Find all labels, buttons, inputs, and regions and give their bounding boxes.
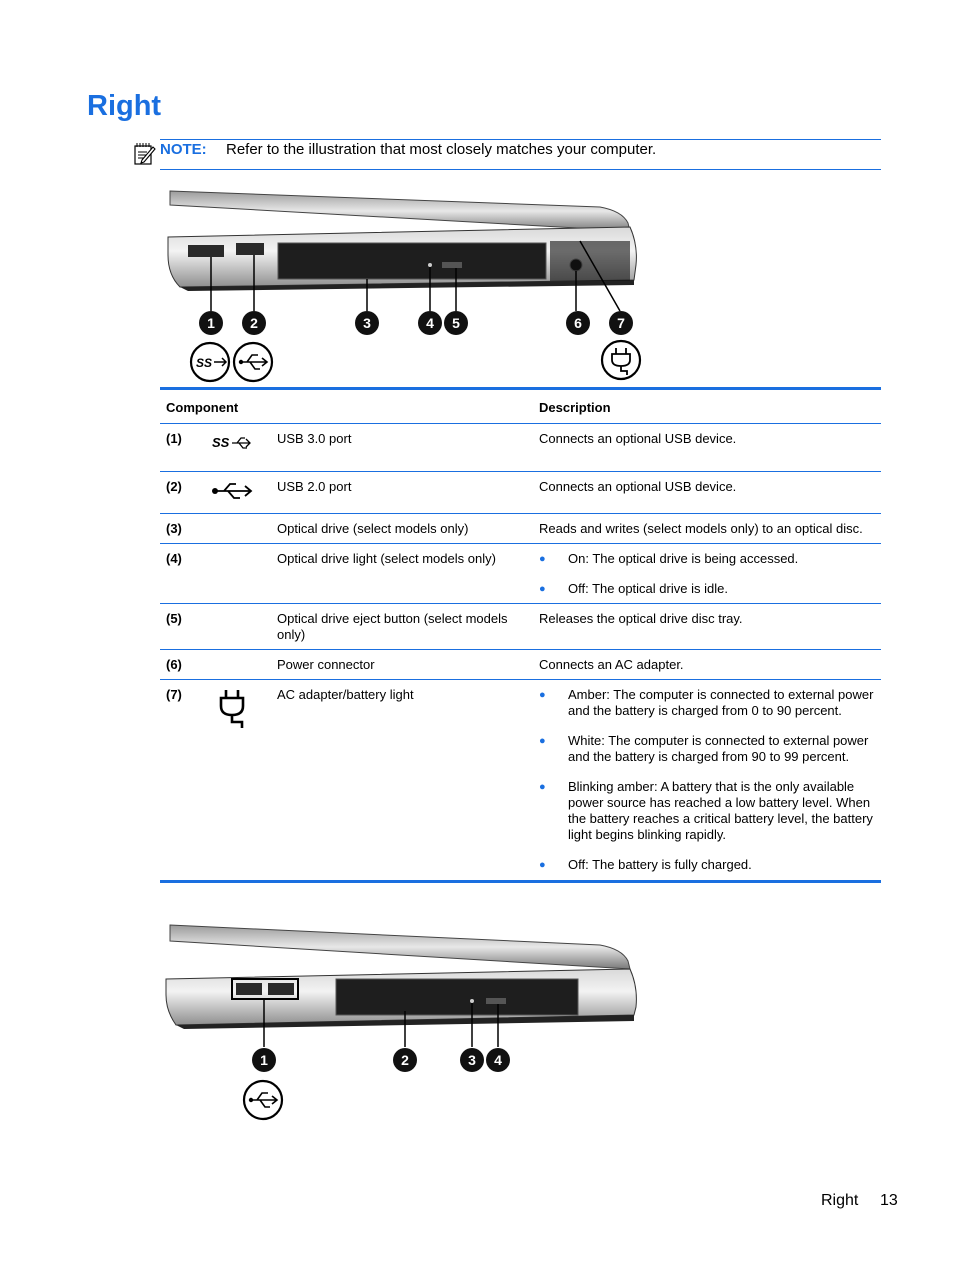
note-label: NOTE: (160, 141, 207, 158)
illus1-callout-4: 4 (426, 315, 434, 331)
usb3-icon: SS (189, 341, 231, 383)
row-number: (6) (166, 657, 182, 672)
row-description: Connects an AC adapter. (539, 657, 684, 672)
bullet-item: ●On: The optical drive is being accessed… (539, 551, 799, 566)
illus2-callout-2: 2 (401, 1052, 409, 1068)
row-component: Optical drive (select models only) (277, 521, 469, 536)
illus2-callout-3: 3 (468, 1052, 476, 1068)
svg-text:SS: SS (212, 435, 230, 450)
header-description: Description (539, 400, 611, 415)
note-box: NOTE: Refer to the illustration that mos… (134, 139, 881, 170)
page-title: Right (87, 90, 162, 122)
row-component: AC adapter/battery light (277, 687, 414, 702)
row-number: (5) (166, 611, 182, 626)
page-number: 13 (880, 1192, 898, 1209)
power-plug-icon (219, 690, 245, 728)
row-description: Connects an optional USB device. (539, 479, 737, 494)
usb-icon (232, 341, 274, 383)
svg-text:SS: SS (196, 356, 212, 370)
row-number: (7) (166, 687, 182, 702)
usb-icon (212, 483, 253, 499)
illus1-callout-2: 2 (250, 315, 258, 331)
table-row: (2) USB 2.0 port Connects an optional US… (160, 472, 881, 514)
header-component: Component (166, 400, 239, 415)
row-number: (2) (166, 479, 182, 494)
illus1-callout-3: 3 (363, 315, 371, 331)
row-number: (1) (166, 431, 182, 446)
table-row: (5) Optical drive eject button (select m… (160, 604, 881, 650)
note-icon (134, 143, 156, 165)
table-row: (7) AC adapter/battery light ●Amber: The… (160, 680, 881, 880)
row-bullets: ●On: The optical drive is being accessed… (539, 551, 879, 597)
bullet-item: ●White: The computer is connected to ext… (539, 733, 869, 764)
illus1-callout-1: 1 (207, 315, 215, 331)
table-header: Component Description (160, 390, 881, 424)
row-description: Connects an optional USB device. (539, 431, 737, 446)
row-description: Reads and writes (select models only) to… (539, 521, 863, 536)
row-component: Power connector (277, 657, 375, 672)
bullet-item: ●Off: The optical drive is idle. (539, 581, 728, 596)
note-text: Refer to the illustration that most clos… (226, 141, 657, 158)
row-bullets: ●Amber: The computer is connected to ext… (539, 687, 879, 873)
row-component: USB 2.0 port (277, 479, 352, 494)
row-component: USB 3.0 port (277, 431, 352, 446)
usb3-icon: SS (212, 435, 251, 450)
row-description: Releases the optical drive disc tray. (539, 611, 743, 626)
component-table: Component Description (1) SS USB 3.0 por… (160, 387, 881, 883)
row-number: (3) (166, 521, 182, 536)
illus1-callout-5: 5 (452, 315, 460, 331)
row-component: Optical drive light (select models only) (277, 551, 496, 566)
footer-section-title: Right (821, 1192, 859, 1209)
power-plug-icon (600, 339, 642, 381)
row-number: (4) (166, 551, 182, 566)
laptop-right-side-illustration-1: 1 2 3 4 5 6 7 SS (167, 190, 642, 383)
illus2-callout-1: 1 (260, 1052, 268, 1068)
illus2-callout-4: 4 (494, 1052, 502, 1068)
illus1-callout-7: 7 (617, 315, 625, 331)
laptop-right-side-illustration-2: 1 2 3 4 (165, 924, 637, 1121)
bullet-item: ●Amber: The computer is connected to ext… (539, 687, 874, 718)
bullet-item: ●Blinking amber: A battery that is the o… (539, 779, 873, 842)
usb-icon (242, 1079, 284, 1121)
illus1-callout-6: 6 (574, 315, 582, 331)
bullet-item: ●Off: The battery is fully charged. (539, 857, 752, 872)
row-component: Optical drive eject button (select model… (277, 611, 508, 642)
table-row: (4) Optical drive light (select models o… (160, 544, 881, 604)
table-row: (1) SS USB 3.0 port Connects an optional… (160, 424, 881, 472)
table-row: (6) Power connector Connects an AC adapt… (160, 650, 881, 680)
table-row: (3) Optical drive (select models only) R… (160, 514, 881, 544)
